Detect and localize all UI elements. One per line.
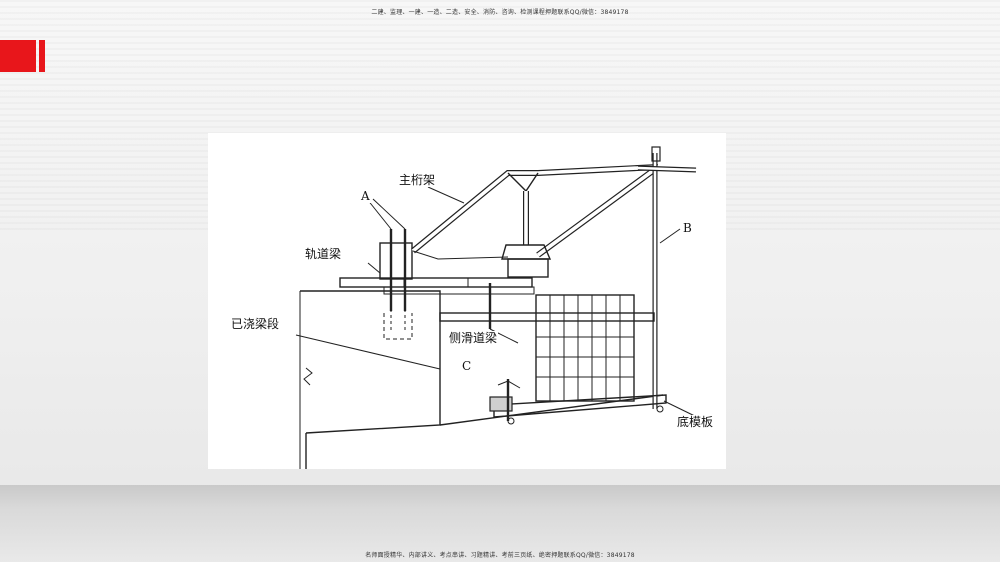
formwork-cage bbox=[535, 294, 635, 402]
label-bottom-formwork: 底模板 bbox=[676, 415, 715, 429]
label-side-rail-beam: 侧滑道梁 bbox=[448, 331, 499, 345]
anchor-block bbox=[379, 242, 413, 280]
truss-support-node bbox=[501, 244, 552, 260]
embedded-anchor bbox=[383, 313, 413, 340]
hanger-nut-top bbox=[651, 146, 661, 162]
label-poured-segment: 已浇梁段 bbox=[230, 317, 281, 331]
accent-bar-thin bbox=[39, 40, 45, 72]
rail-beam-lower bbox=[383, 286, 535, 295]
top-banner: 二建、监理、一建、一造、二造、安全、消防、咨询、检测课程押题联系QQ/微信：38… bbox=[371, 9, 629, 16]
main-truss-top-chord bbox=[411, 164, 659, 254]
accent-bar bbox=[0, 40, 36, 72]
bottom-formwork bbox=[493, 394, 667, 418]
rail-beam bbox=[339, 277, 533, 288]
label-rail-beam: 轨道梁 bbox=[304, 247, 343, 261]
bottom-anchor-block bbox=[489, 396, 513, 412]
side-rail-beam bbox=[439, 312, 655, 322]
label-b: B bbox=[682, 221, 693, 235]
label-a: A bbox=[360, 189, 371, 203]
bottom-slope-line bbox=[439, 394, 664, 426]
floor-decoration bbox=[0, 485, 1000, 562]
poured-segment-outline bbox=[300, 290, 441, 434]
label-c: C bbox=[461, 359, 473, 373]
diagram-figure: 主桁架 A 轨道梁 B 已浇梁段 侧滑道梁 C 底模板 bbox=[208, 133, 726, 469]
break-mark bbox=[303, 367, 313, 386]
truss-base bbox=[507, 258, 549, 278]
hanging-basket-drawing bbox=[295, 146, 706, 469]
label-main-truss: 主桁架 bbox=[398, 173, 437, 187]
bottom-banner: 名师面授精华、内部讲义、考点串讲、习题精讲、考前三页纸、绝密押题联系QQ/微信：… bbox=[365, 552, 635, 559]
